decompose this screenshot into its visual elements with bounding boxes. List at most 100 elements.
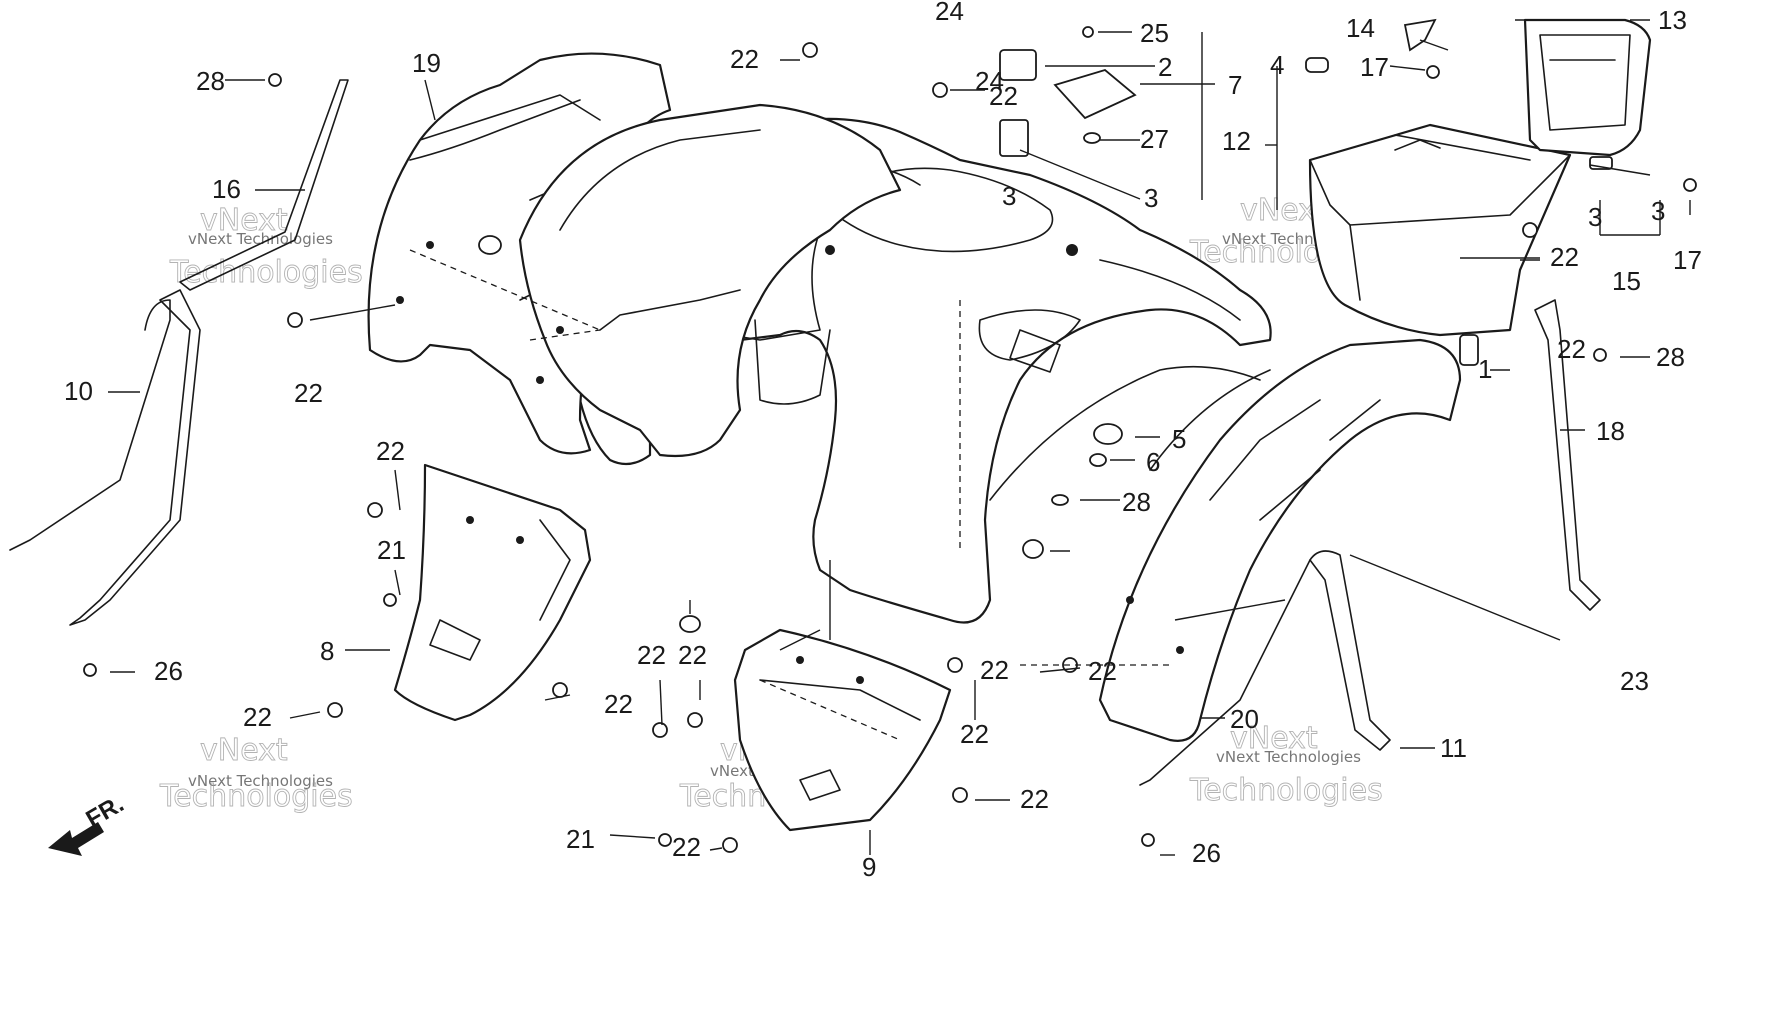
clip-22-left [287,312,303,328]
battery-cover [1523,18,1652,157]
callout-22-b: 22 [243,702,272,732]
watermark-small-4: vNext Technologies [188,772,333,790]
clip-22-d [687,712,703,728]
front-arrow-icon [48,822,104,856]
callout-16: 16 [212,174,241,204]
callout-1: 1 [1478,354,1492,384]
bolt-17a [1426,65,1440,79]
stay-left [9,79,349,626]
callout-3d: 3 [1002,181,1016,211]
callout-24a: 26 [154,656,183,686]
callout-7: 7 [1228,70,1242,100]
callout-2: 2 [1158,52,1172,82]
callout-22-m: 23 [1620,666,1649,696]
leader-lines [108,19,1691,856]
callout-27: 28 [1122,487,1151,517]
callout-23: 25 [1140,18,1169,48]
callout-26b: 28 [1656,342,1685,372]
callout-22-h: 22 [960,719,989,749]
callout-3b: 3 [1588,202,1602,232]
screw-21a [383,593,397,607]
callout-21b: 21 [566,824,595,854]
grommet-5 [1093,423,1123,445]
inner-fender-left [518,103,902,458]
clip-22-f [947,657,963,673]
callout-labels: 1 2 3 3 3 3 4 5 6 7 8 9 10 11 12 13 14 1… [64,0,1702,882]
callout-22-l: 22 [1557,334,1586,364]
bolt-24a [83,663,97,677]
mud-guard-right [1098,338,1462,742]
callout-9: 9 [862,852,876,882]
grommet-28a [478,235,502,255]
callout-22-d: 22 [637,640,666,670]
watermark-line2-1: Technologies [169,255,363,290]
callout-22-top1: 22 [730,44,759,74]
callout-3a: 3 [1144,183,1158,213]
callout-22-left: 22 [294,378,323,408]
fasteners [83,26,1697,853]
bolt-27 [1051,494,1069,506]
stay-right [1139,299,1601,786]
pad-2 [999,49,1037,81]
collar-1 [1459,334,1479,366]
clip-22-c [552,682,568,698]
callout-17b: 17 [1673,245,1702,275]
callout-12: 12 [1222,126,1251,156]
callout-4: 4 [1270,50,1284,80]
screw-23 [1082,26,1094,38]
callout-5: 5 [1172,424,1186,454]
clip-22-h [722,837,738,853]
callout-22-a: 22 [376,436,405,466]
callout-26a: 28 [196,66,225,96]
front-label: FR. [82,790,129,833]
watermark-line1-1: vNext [200,203,288,238]
front-direction-indicator: FR. [48,790,128,856]
callout-22-n: 24 [975,66,1004,96]
callout-14: 14 [1346,13,1375,43]
collar-6 [1089,453,1107,467]
clip-22-b [327,702,343,718]
callout-21a: 21 [377,535,406,565]
clip-22-e [652,722,668,738]
clip-22-top2 [932,82,948,98]
watermark-line1-6: vNext [1230,721,1318,756]
callout-8: 8 [320,636,334,666]
bolt-26b [1593,348,1607,362]
clip-22-right [1522,222,1538,238]
callout-22-o: 24 [935,0,964,26]
callout-22-f: 22 [672,832,701,862]
grommet-28c [1022,539,1044,559]
callout-18: 18 [1596,416,1625,446]
pad-3 [999,119,1029,157]
callout-25: 27 [1140,124,1169,154]
callout-22-j: 22 [1550,242,1579,272]
watermark-line2-4: Technologies [159,779,353,814]
cushion-4 [1305,57,1329,73]
grommet-28b [679,615,701,633]
lower-panel-left [393,463,592,722]
plate-7 [1053,68,1137,120]
callout-22-top2: 22 [989,81,1018,111]
callout-6: 6 [1146,447,1160,477]
callout-22-e: 22 [678,640,707,670]
clip-22-a [367,502,383,518]
clip-22-g [952,787,968,803]
screw-21b [658,833,672,847]
watermark-line2-6: Technologies [1189,773,1383,808]
clamp-14 [1403,18,1437,52]
watermark-small-6: vNext Technologies [1216,748,1361,766]
callout-3c: 3 [1651,196,1665,226]
callout-10: 10 [64,376,93,406]
washer-25 [1083,132,1101,144]
small-parts [478,18,1613,633]
callout-24b: 26 [1192,838,1221,868]
callout-20: 20 [1230,704,1259,734]
callout-19: 19 [412,48,441,78]
bolt-24b [1141,833,1155,847]
callout-22-i: 22 [1020,784,1049,814]
callout-22-c: 22 [604,689,633,719]
callout-22-k: 22 [1088,656,1117,686]
callout-11: 11 [1440,733,1467,763]
